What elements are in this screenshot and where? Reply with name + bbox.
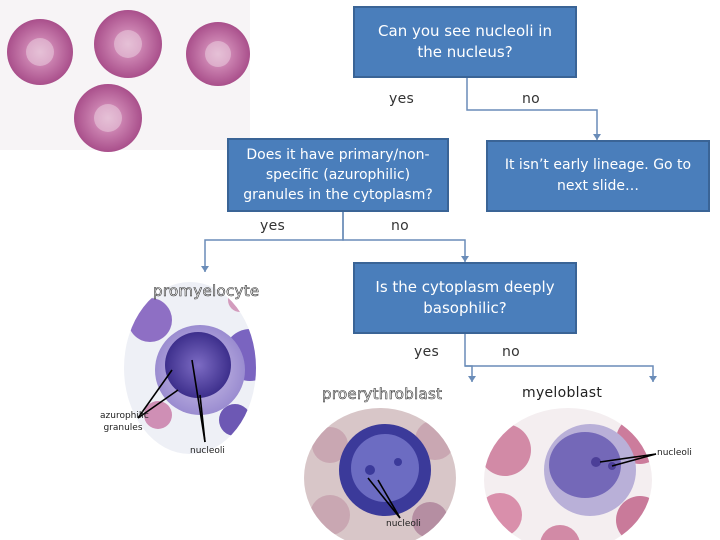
annotation-nucleoli-promyelocyte: nucleoli	[190, 446, 225, 456]
annotation-nucleoli-proerythroblast: nucleoli	[386, 519, 421, 529]
branch-label-q3-yes: yes	[414, 344, 440, 360]
rbc-image	[0, 0, 250, 152]
annotation-azurophilic-granules: azurophilic granules	[100, 411, 149, 433]
question-azurophilic-box: Does it have primary/non-specific (azuro…	[227, 138, 449, 212]
proerythroblast-image	[304, 408, 456, 540]
branch-label-q3-no: no	[502, 344, 521, 360]
cell-label-proerythroblast: proerythroblast	[322, 385, 443, 404]
branch-label-q1-yes: yes	[389, 91, 415, 107]
branch-label-q2-yes: yes	[260, 218, 286, 234]
myeloblast-image	[484, 408, 652, 540]
cell-label-promyelocyte: promyelocyte	[153, 282, 260, 301]
result-not-early-lineage-box: It isn’t early lineage. Go to next slide…	[486, 140, 710, 212]
branch-label-q2-no: no	[391, 218, 410, 234]
annotation-nucleoli-myeloblast: nucleoli	[657, 448, 692, 458]
cell-label-myeloblast: myeloblast	[522, 385, 603, 401]
question-nucleoli-box: Can you see nucleoli in the nucleus?	[353, 6, 577, 78]
question-basophilic-box: Is the cytoplasm deeply basophilic?	[353, 262, 577, 334]
branch-label-q1-no: no	[522, 91, 541, 107]
